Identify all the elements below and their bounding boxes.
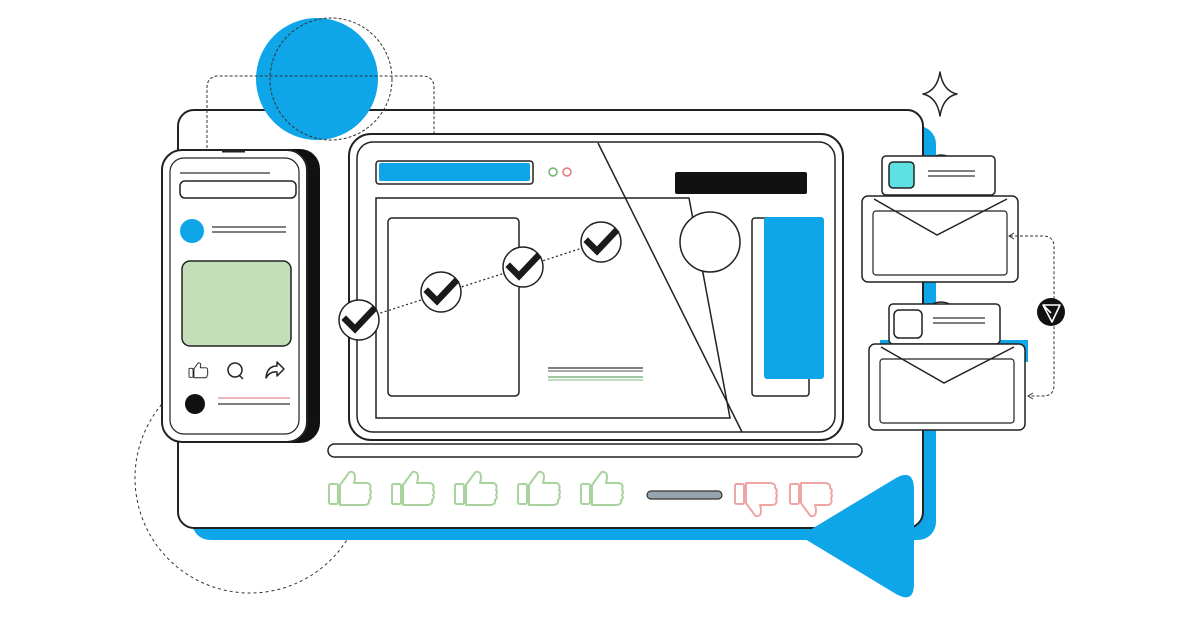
check-step-2: [420, 271, 462, 313]
envelope-connector: [1010, 235, 1055, 397]
send-icon: [1037, 298, 1065, 326]
phone-post-image: [181, 260, 292, 347]
title-block: [675, 172, 807, 194]
comment-icon: [227, 362, 244, 380]
sparkle-icon: [922, 71, 958, 117]
window-dot-red: [562, 167, 572, 177]
phone-search-input: [179, 180, 297, 199]
envelope-bottom: [868, 301, 1028, 431]
rating-slider: [646, 490, 723, 500]
letter-avatar: [888, 161, 915, 189]
phone-avatar: [180, 219, 204, 243]
check-step-3: [502, 246, 544, 288]
check-step-1: [338, 299, 380, 341]
play-triangle: [800, 474, 914, 598]
sidebar-blue-panel: [764, 217, 824, 379]
phone-user-dot: [185, 394, 205, 414]
connector-arrow-bottom: [1027, 392, 1034, 400]
decorative-outline-circle: [269, 17, 393, 141]
window-dot-green: [548, 167, 558, 177]
check-step-4: [580, 221, 622, 263]
envelope-top: [861, 154, 1019, 283]
profile-circle: [679, 211, 741, 273]
letter-avatar: [893, 309, 923, 339]
connector-arrow-top: [1008, 232, 1015, 240]
progress-line: [358, 241, 602, 321]
laptop-base: [327, 443, 863, 458]
header-bar-fill: [379, 163, 530, 181]
decorative-blue-circle: [256, 18, 378, 140]
content-panel: [375, 197, 731, 419]
screen-divider: [597, 142, 743, 433]
share-icon: [265, 361, 285, 379]
